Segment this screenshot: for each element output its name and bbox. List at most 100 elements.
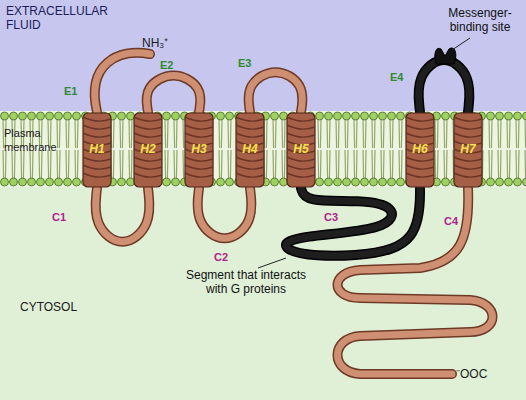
helix-segment: H3 [184, 112, 214, 188]
helix-coil [406, 133, 434, 137]
helix-segment: H4 [235, 112, 265, 188]
helix-label: H2 [133, 142, 163, 156]
helix-coil [185, 125, 213, 129]
loop-group [198, 188, 252, 238]
loop-outline [198, 188, 252, 238]
helix-label: H4 [235, 142, 265, 156]
helix-label: H1 [82, 142, 112, 156]
c-terminus-outline [338, 188, 493, 374]
protein-loop [147, 76, 201, 112]
protein-loop [286, 188, 420, 256]
leader-line [452, 38, 470, 50]
n-terminus [95, 53, 150, 112]
helix-coil [185, 117, 213, 121]
cytosol-region [0, 186, 526, 400]
helix-coil [83, 133, 111, 137]
helix-coil [287, 173, 315, 177]
diagram-label: C3 [324, 210, 344, 224]
protein-loop [198, 188, 252, 238]
helix-body [134, 113, 162, 187]
helix-coil [287, 117, 315, 121]
helix-coil [83, 117, 111, 121]
helix-coil [134, 125, 162, 129]
helix-coil [287, 133, 315, 137]
helix-coil [454, 133, 482, 137]
diagram-label: E4 [390, 70, 410, 84]
helix-segment: H6 [405, 112, 435, 188]
helix-coil [236, 173, 264, 177]
diagram-label: NH₃⁺ [142, 36, 182, 50]
loop-group [147, 76, 201, 112]
protein-loop [96, 188, 150, 242]
loop-outline [419, 60, 470, 112]
diagram-label: Messenger-binding site [436, 6, 524, 34]
c-terminus [338, 188, 493, 374]
helix-label: H6 [405, 142, 435, 156]
helix-segment: H1 [82, 112, 112, 188]
helix-coil [406, 157, 434, 161]
helix-coil [236, 157, 264, 161]
helix-segment: H7 [453, 112, 483, 188]
helix-coil [454, 125, 482, 129]
helix-coil [287, 125, 315, 129]
helix-coil [185, 157, 213, 161]
helix-coil [287, 157, 315, 161]
diagram-label: ⁻OOC [456, 367, 496, 381]
loop-group [96, 188, 150, 242]
helix-coil [287, 165, 315, 169]
protein-loop [419, 60, 470, 112]
helix-body [406, 113, 434, 187]
membrane-core [0, 111, 526, 187]
helix-label: H5 [286, 142, 316, 156]
helix-coil [236, 117, 264, 121]
helix-coil [406, 173, 434, 177]
loop-group [286, 188, 420, 256]
extracellular-region [0, 0, 526, 116]
helix-coil [83, 157, 111, 161]
diagram-label: EXTRACELLULAR FLUID [6, 4, 106, 32]
leader-line [258, 258, 286, 268]
helix-coil [236, 165, 264, 169]
helix-segment: H5 [286, 112, 316, 188]
helix-coil [134, 117, 162, 121]
diagram-label: Plasma membrane [4, 126, 66, 154]
helix-coil [185, 165, 213, 169]
loop-outline [249, 72, 303, 112]
helix-coil [236, 133, 264, 137]
loop-group [249, 72, 303, 112]
loop-outline [96, 188, 150, 242]
binding-site [435, 48, 456, 64]
helix-body [236, 113, 264, 187]
helix-coil [454, 157, 482, 161]
helix-coil [134, 173, 162, 177]
diagram-label: E2 [160, 58, 180, 72]
loop-outline [147, 76, 201, 112]
helix-coil [83, 125, 111, 129]
helix-coil [185, 133, 213, 137]
helix-body [83, 113, 111, 187]
diagram-label: C2 [214, 250, 234, 264]
diagram-label: E1 [64, 84, 84, 98]
helix-coil [406, 117, 434, 121]
helix-body [287, 113, 315, 187]
helix-coil [134, 133, 162, 137]
helix-coil [134, 157, 162, 161]
loop-outline [286, 188, 420, 256]
diagram-label: E3 [238, 56, 258, 70]
helix-body [454, 113, 482, 187]
helix-coil [454, 117, 482, 121]
helix-coil [83, 165, 111, 169]
helix-coil [236, 125, 264, 129]
n-terminus-outline [95, 53, 150, 112]
helix-coil [454, 173, 482, 177]
diagram-label: CYTOSOL [20, 300, 100, 314]
helix-coil [406, 165, 434, 169]
diagram-label: C4 [444, 214, 464, 228]
protein-loop [249, 72, 303, 112]
helix-coil [83, 173, 111, 177]
diagram-label: Segment that interacts with G proteins [176, 268, 316, 296]
loop-group [419, 60, 470, 112]
helix-coil [185, 173, 213, 177]
helix-segment: H2 [133, 112, 163, 188]
